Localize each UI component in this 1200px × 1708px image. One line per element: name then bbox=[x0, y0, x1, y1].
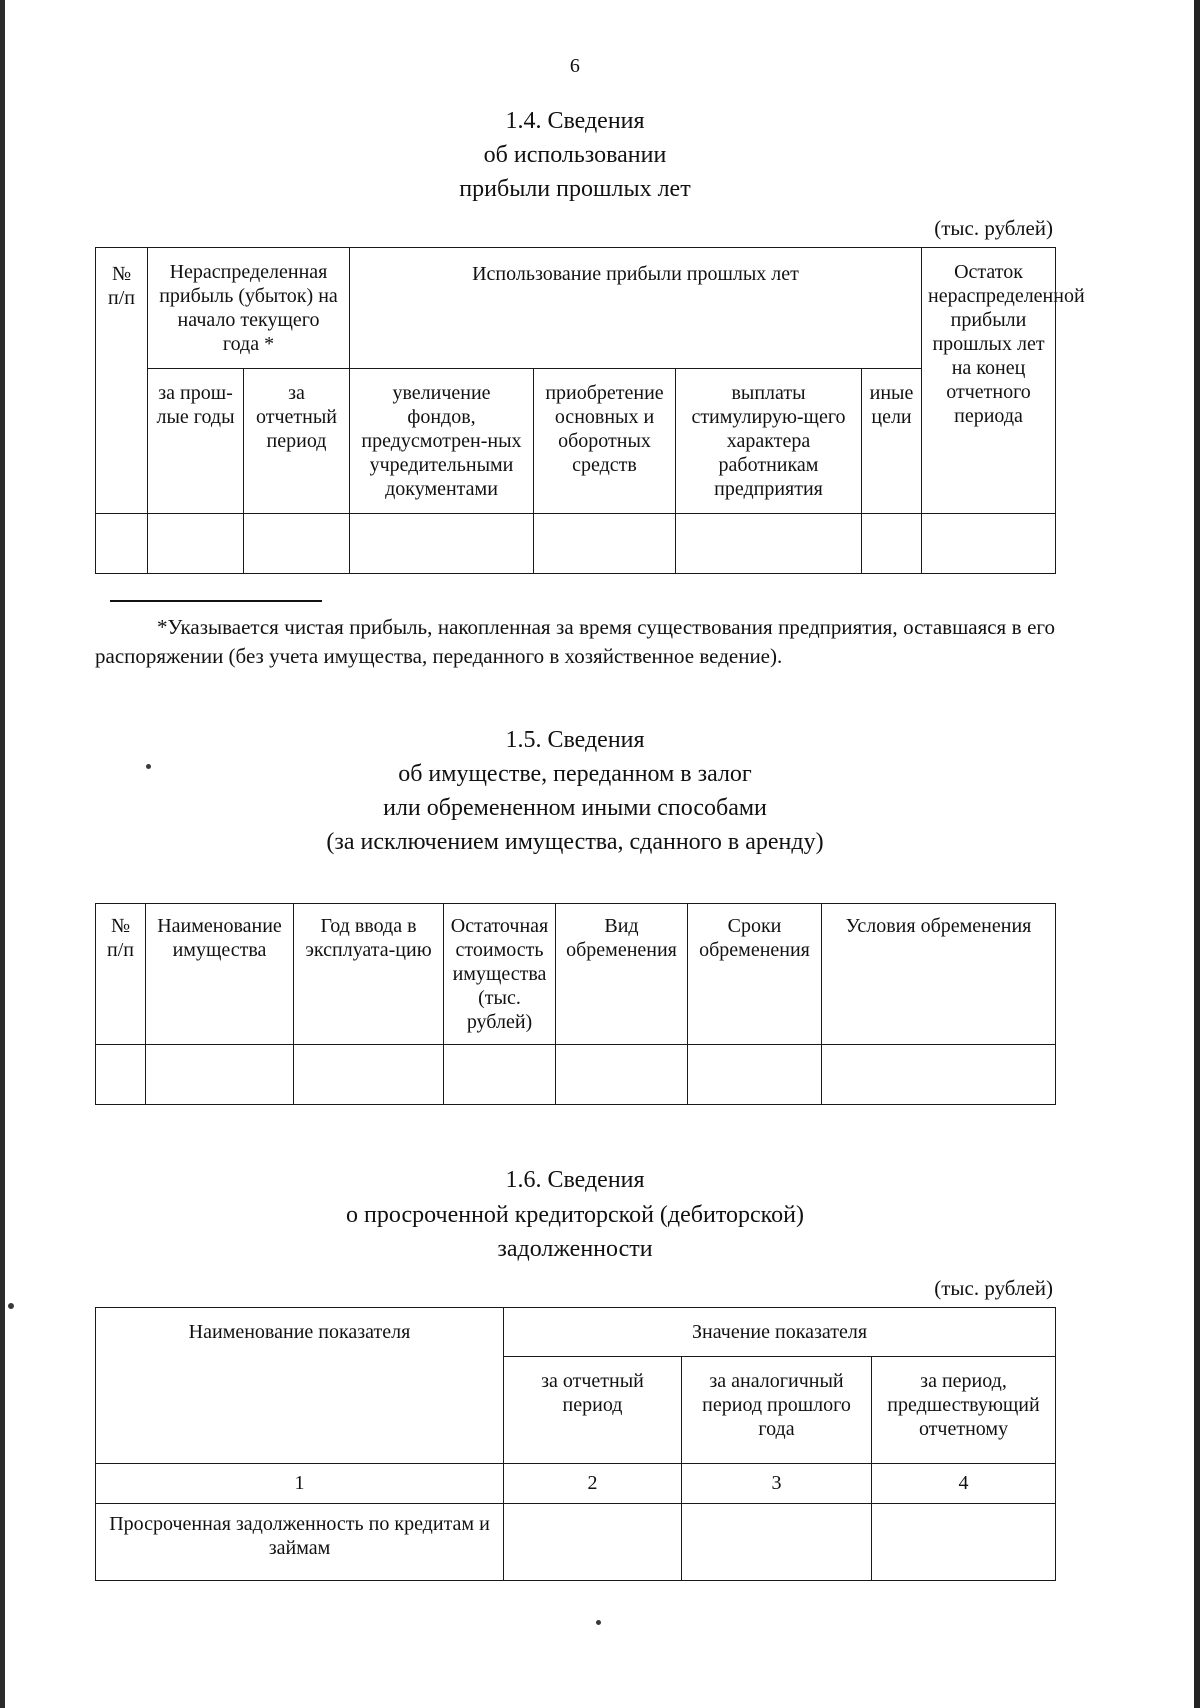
cell-commissioning-year[interactable] bbox=[293, 1044, 444, 1106]
section-1-5-heading: 1.5. Сведения об имуществе, переданном в… bbox=[95, 723, 1055, 859]
header-residual-value: Остаточная стоимость имущества (тыс. руб… bbox=[443, 903, 556, 1046]
header-no-pp: № п/п bbox=[95, 903, 146, 1046]
section-1-5-heading-line-1: 1.5. Сведения bbox=[505, 727, 645, 754]
cell-acquisition[interactable] bbox=[533, 513, 676, 575]
table-row bbox=[95, 513, 1056, 575]
header-encumbrance-conditions: Условия обременения bbox=[821, 903, 1056, 1046]
section-1-6-heading-line-2: о просроченной кредиторской (дебиторской… bbox=[346, 1201, 804, 1228]
cell-other-purposes[interactable] bbox=[861, 513, 922, 575]
section-1-4-footnote: *Указывается чистая прибыль, накопленная… bbox=[95, 600, 1055, 671]
header-period-preceding-reporting: за период, предшествующий отчетному bbox=[870, 1355, 1057, 1464]
header-reporting-period: за отчетный период bbox=[243, 368, 350, 515]
table-overdue-debt: Наименование показателя Значение показат… bbox=[95, 1306, 1057, 1581]
cell-incentive-payments[interactable] bbox=[675, 513, 862, 575]
cell-encumbrance-type[interactable] bbox=[555, 1044, 688, 1106]
column-number-4: 4 bbox=[870, 1462, 1057, 1504]
header-indicator-name: Наименование показателя bbox=[95, 1306, 504, 1464]
section-1-5-heading-line-3: или обремененном иными способами bbox=[383, 795, 767, 822]
header-acquisition: приобретение основных и оборотных средст… bbox=[533, 368, 676, 515]
header-undistributed-profit: Нераспределенная прибыль (убыток) на нач… bbox=[147, 247, 350, 370]
section-1-5-heading-line-4: (за исключением имущества, сданного в ар… bbox=[326, 829, 824, 856]
column-number-1: 1 bbox=[95, 1462, 504, 1504]
cell-property-name[interactable] bbox=[145, 1044, 294, 1106]
header-past-years: за прош-лые годы bbox=[147, 368, 244, 515]
section-1-4-heading-line-3: прибыли прошлых лет bbox=[459, 176, 691, 203]
scan-edge-left bbox=[0, 0, 5, 1708]
scan-edge-right bbox=[1194, 0, 1200, 1708]
header-reporting-period: за отчетный период bbox=[503, 1355, 682, 1464]
table-header-row-1: Наименование показателя Значение показат… bbox=[95, 1306, 1057, 1464]
cell-no-pp[interactable] bbox=[95, 1044, 146, 1106]
section-1-4-heading: 1.4. Сведения об использовании прибыли п… bbox=[95, 104, 1055, 206]
table-column-numbers-row: 1 2 3 4 bbox=[95, 1462, 1057, 1504]
header-encumbrance-type: Вид обременения bbox=[555, 903, 688, 1046]
page-number: 6 bbox=[569, 55, 581, 77]
section-1-4-heading-line-1: 1.4. Сведения bbox=[505, 108, 645, 134]
table-header-row-2: за прош-лые годы за отчетный период увел… bbox=[96, 368, 1056, 515]
cell-remainder[interactable] bbox=[921, 513, 1056, 575]
cell-encumbrance-terms[interactable] bbox=[687, 1044, 822, 1106]
header-funds-increase: увеличение фондов, предусмотрен-ных учре… bbox=[349, 368, 534, 515]
section-1-6-units-note: (тыс. рублей) bbox=[934, 1275, 1053, 1300]
table-pledged-property: № п/п Наименование имущества Год ввода в… bbox=[95, 903, 1056, 1106]
cell-indicator-name: Просроченная задолженность по кредитам и… bbox=[95, 1502, 504, 1581]
column-number-2: 2 bbox=[503, 1462, 682, 1504]
cell-reporting-period[interactable] bbox=[503, 1502, 682, 1581]
scan-speck bbox=[596, 1620, 601, 1625]
header-no-pp-line-2: п/п bbox=[107, 939, 134, 962]
section-1-6-heading: 1.6. Сведения о просроченной кредиторско… bbox=[95, 1163, 1055, 1265]
scan-speck bbox=[146, 764, 151, 769]
table-row bbox=[95, 1044, 1056, 1106]
section-1-6-heading-line-3: задолженности bbox=[497, 1235, 653, 1262]
header-indicator-value: Значение показателя bbox=[502, 1306, 1057, 1357]
cell-encumbrance-conditions[interactable] bbox=[821, 1044, 1056, 1106]
table-header-row: № п/п Наименование имущества Год ввода в… bbox=[95, 903, 1056, 1046]
footnote-text: *Указывается чистая прибыль, накопленная… bbox=[95, 615, 1055, 669]
section-1-4-units-note: (тыс. рублей) bbox=[934, 216, 1053, 241]
footnote-rule bbox=[110, 600, 322, 603]
header-other-purposes: иные цели bbox=[861, 368, 922, 515]
cell-funds-increase[interactable] bbox=[349, 513, 534, 575]
header-same-period-last-year: за аналогичный период прошлого года bbox=[681, 1355, 872, 1464]
section-1-5-heading-line-2: об имуществе, переданном в залог bbox=[398, 761, 752, 788]
header-remainder: Остаток нераспределенной прибыли прошлых… bbox=[921, 247, 1085, 515]
header-incentive-payments: выплаты стимулирую-щего характера работн… bbox=[675, 368, 862, 515]
cell-no-pp[interactable] bbox=[95, 513, 148, 575]
cell-same-period-last-year[interactable] bbox=[681, 1502, 872, 1581]
page-content: 6 1.4. Сведения об использовании прибыли… bbox=[95, 0, 1085, 1581]
table-header-row-2: за отчетный период за аналогичный период… bbox=[96, 1355, 1057, 1464]
header-no-pp-line-1: № bbox=[110, 915, 131, 938]
header-commissioning-year: Год ввода в эксплуата-цию bbox=[293, 903, 444, 1046]
cell-period-preceding-reporting[interactable] bbox=[870, 1502, 1057, 1581]
cell-reporting-period[interactable] bbox=[243, 513, 350, 575]
cell-past-years[interactable] bbox=[147, 513, 244, 575]
scan-speck bbox=[8, 1303, 14, 1309]
cell-residual-value[interactable] bbox=[443, 1044, 556, 1106]
header-no-pp-line-1: № bbox=[111, 263, 132, 286]
header-no-pp-line-2: п/п bbox=[108, 287, 135, 310]
column-number-3: 3 bbox=[681, 1462, 872, 1504]
table-profit-usage: № п/п Нераспределенная прибыль (убыток) … bbox=[95, 247, 1085, 575]
section-1-6-heading-line-1: 1.6. Сведения bbox=[505, 1167, 645, 1194]
header-no-pp: № п/п bbox=[95, 247, 148, 515]
header-usage-group: Использование прибыли прошлых лет bbox=[349, 247, 922, 370]
section-1-4-heading-line-2: об использовании bbox=[483, 142, 667, 169]
header-property-name: Наименование имущества bbox=[145, 903, 294, 1046]
header-encumbrance-terms: Сроки обременения bbox=[687, 903, 822, 1046]
table-header-row-1: № п/п Нераспределенная прибыль (убыток) … bbox=[95, 247, 1085, 515]
table-row: Просроченная задолженность по кредитам и… bbox=[95, 1502, 1057, 1581]
